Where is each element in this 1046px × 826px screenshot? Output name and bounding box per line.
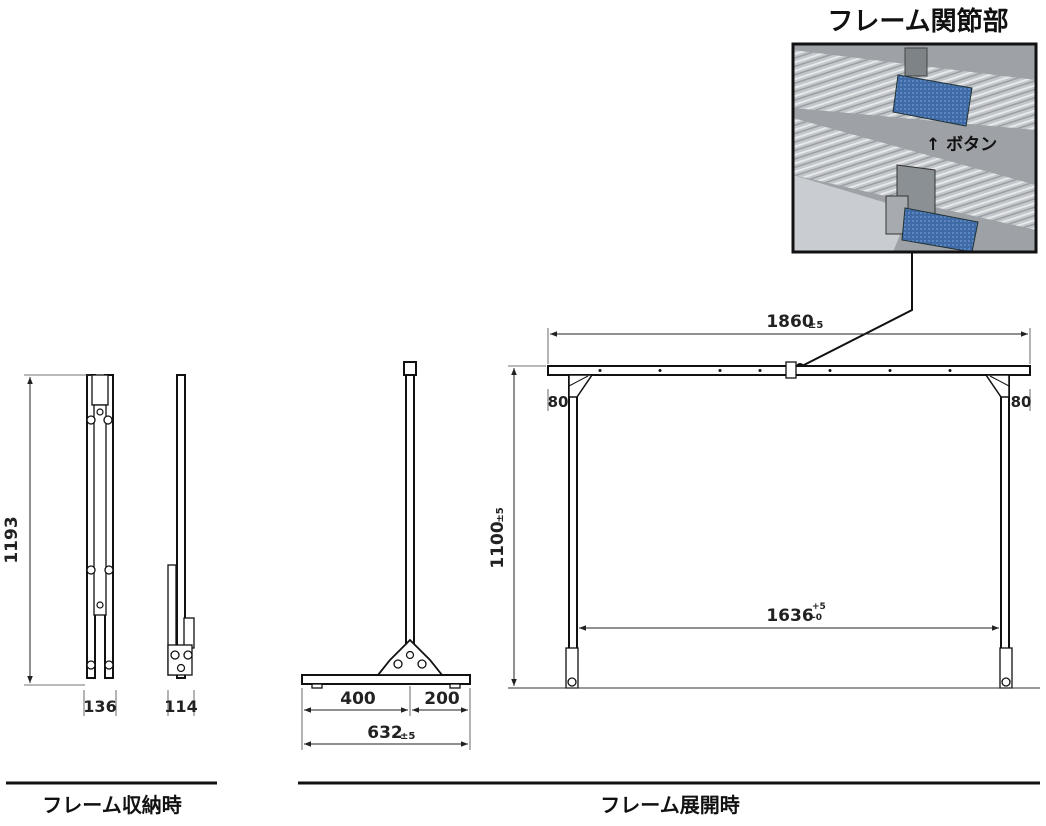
detail-title: フレーム関節部 (827, 6, 1008, 37)
height-tol: ±5 (495, 507, 506, 522)
base-back-label: 200 (424, 689, 460, 709)
folded-side-view: 114 (164, 374, 198, 716)
expanded-front-view: 1860 ±5 1100 ±5 1636 +5 -0 80 80 (488, 312, 1040, 689)
folded-height-label: 1193 (2, 516, 22, 563)
release-button-upper (892, 74, 973, 127)
inner-width-label: 1636 (766, 606, 813, 626)
detail-photo: ↑ ボタン (793, 44, 1036, 253)
base-front-label: 400 (340, 689, 376, 709)
folded-front-width-label: 136 (83, 697, 116, 716)
expanded-caption: フレーム展開時 (600, 793, 739, 817)
left-leg (568, 374, 578, 681)
corner-right-label: 80 (1011, 393, 1032, 411)
inner-width-tol-lower: -0 (812, 613, 822, 623)
inner-width-tol-upper: +5 (812, 602, 826, 612)
folded-front-view: 1193 136 (2, 374, 117, 716)
button-label: ↑ ボタン (926, 135, 997, 155)
right-leg (1000, 374, 1010, 681)
top-width-tol: ±5 (808, 320, 823, 331)
expanded-side-view: 400 200 632 ±5 (301, 361, 471, 750)
folded-caption: フレーム収納時 (42, 793, 181, 817)
base-total-tol: ±5 (400, 731, 415, 742)
height-label: 1100 (488, 521, 508, 568)
folded-side-width-label: 114 (164, 697, 197, 716)
section-captions: フレーム収納時 フレーム展開時 (6, 781, 1040, 817)
top-width-label: 1860 (766, 312, 813, 332)
joint-detail: フレーム関節部 ↑ ボタン (791, 6, 1038, 371)
base-total-label: 632 (367, 723, 403, 743)
detail-border (791, 42, 1038, 254)
detail-leader-line (799, 252, 913, 368)
corner-left-label: 80 (548, 393, 569, 411)
